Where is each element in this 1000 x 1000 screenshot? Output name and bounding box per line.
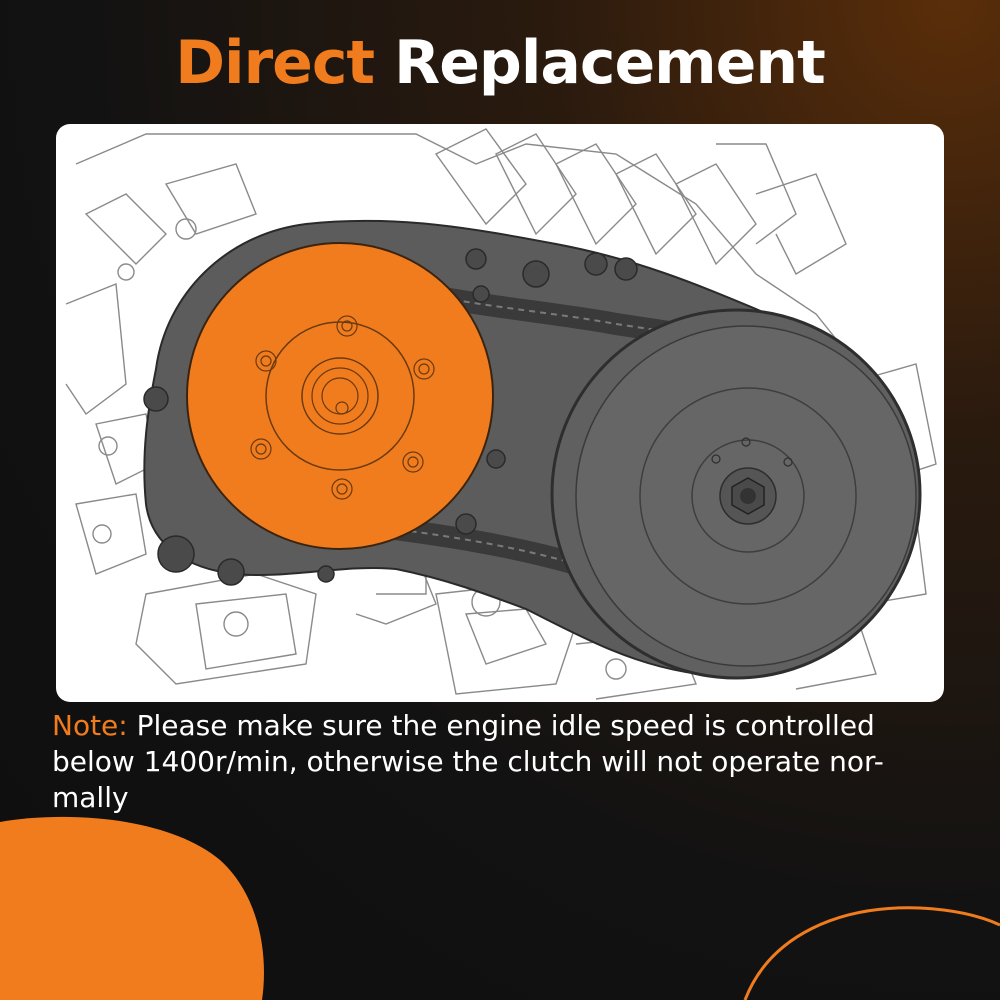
orange-blob — [0, 816, 264, 1000]
engine-illustration — [65, 128, 937, 700]
illustration-panel — [56, 124, 944, 702]
note-label: Note: — [52, 709, 128, 742]
title-word-direct: Direct — [175, 28, 375, 98]
page-title: Direct Replacement — [0, 28, 1000, 98]
note-body: Please make sure the engine idle speed i… — [52, 709, 884, 814]
orange-clutch-highlight — [186, 242, 494, 550]
driven-pulley — [550, 308, 922, 680]
title-word-replacement: Replacement — [394, 28, 826, 98]
note-text: Note: Please make sure the engine idle s… — [52, 708, 952, 816]
housing-bolts — [143, 248, 638, 586]
orange-arc — [743, 906, 1000, 1000]
